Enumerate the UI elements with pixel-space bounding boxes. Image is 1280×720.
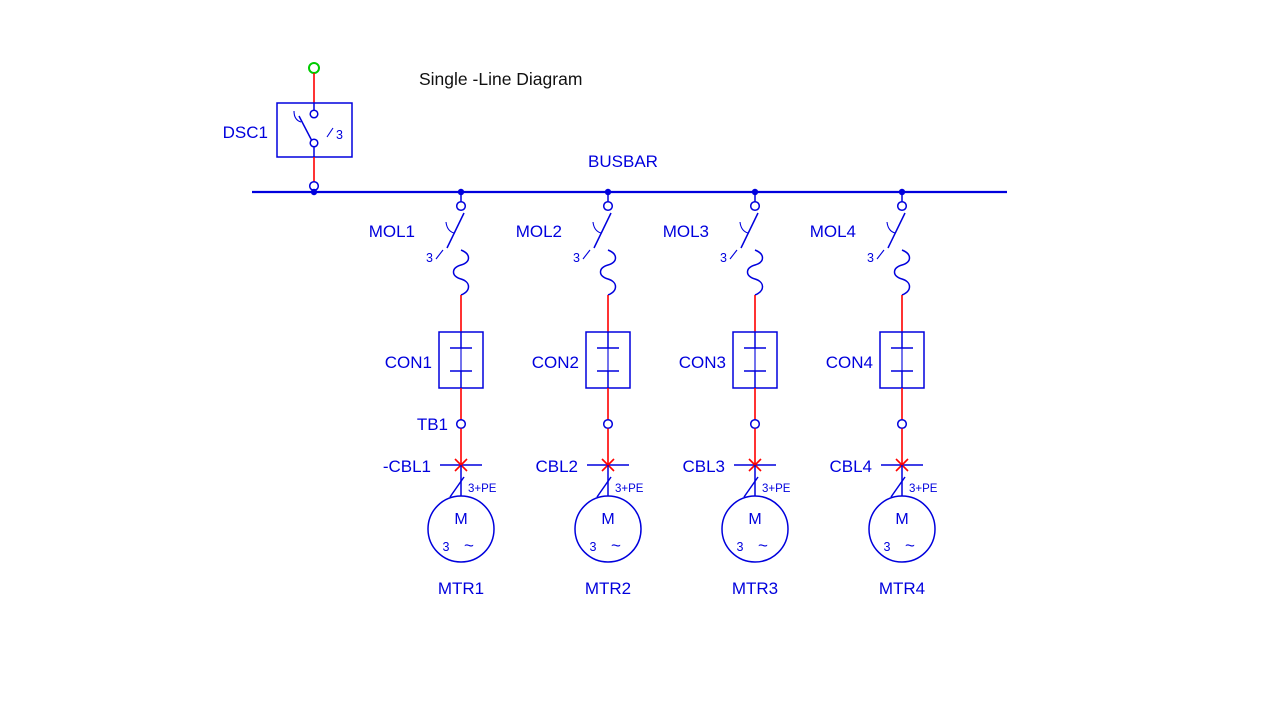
feeder-terminal-circle: [749, 200, 761, 212]
overload-element-icon: [893, 249, 911, 296]
mol-label: MOL3: [663, 222, 709, 241]
busbar-label: BUSBAR: [588, 152, 658, 171]
disconnect-busbar-dot: [310, 188, 318, 196]
feeder-terminal-circle: [455, 200, 467, 212]
feeder-group: 3 MOL3 CON3 3+PE CBL3: [663, 188, 791, 598]
motor-ac-wave-icon: ~: [758, 536, 768, 555]
disconnect-pole-count: 3: [336, 128, 343, 142]
cbl-label: CBL3: [682, 457, 725, 476]
cbl-label: -CBL1: [383, 457, 431, 476]
cable-cores-label: 3+PE: [909, 483, 938, 495]
pole-count-slash: [582, 249, 591, 260]
overload-element-icon: [746, 249, 764, 296]
busbar-junction-dot: [457, 188, 465, 196]
motor-letter: M: [895, 511, 908, 528]
cable-cores-label: 3+PE: [468, 483, 497, 495]
breaker-hook-icon: [739, 221, 749, 234]
disconnect-pole-slash: [326, 127, 334, 138]
cable-core-slash: [596, 476, 612, 498]
feeder-terminal-circle: [602, 200, 614, 212]
motor-pole-count: 3: [443, 540, 450, 554]
mtr-label: MTR2: [585, 579, 631, 598]
overload-element-icon: [599, 249, 617, 296]
breaker-blade-icon: [740, 212, 759, 249]
busbar-junction-dot: [898, 188, 906, 196]
mtr-label: MTR1: [438, 579, 484, 598]
pole-count-slash: [435, 249, 444, 260]
pole-count-slash: [729, 249, 738, 260]
disconnect-switch-group: 3 DSC1: [223, 62, 353, 196]
busbar-junction-dot: [751, 188, 759, 196]
motor-ac-wave-icon: ~: [611, 536, 621, 555]
supply-terminal-icon: [308, 62, 320, 74]
con-label: CON1: [385, 353, 432, 372]
disconnect-bottom-contact: [309, 138, 319, 148]
motor-circle: [868, 495, 936, 563]
breaker-hook-icon: [445, 221, 455, 234]
motor-letter: M: [454, 511, 467, 528]
disconnect-hook-icon: [293, 110, 302, 123]
mol-label: MOL4: [810, 222, 856, 241]
disconnect-top-contact: [309, 109, 319, 119]
motor-circle: [721, 495, 789, 563]
pole-count: 3: [426, 251, 433, 265]
cable-cores-label: 3+PE: [762, 483, 791, 495]
cbl-label: CBL4: [829, 457, 872, 476]
con-label: CON2: [532, 353, 579, 372]
motor-pole-count: 3: [590, 540, 597, 554]
mol-label: MOL2: [516, 222, 562, 241]
busbar-junction-dot: [604, 188, 612, 196]
motor-letter: M: [601, 511, 614, 528]
motor-pole-count: 3: [884, 540, 891, 554]
breaker-blade-icon: [593, 212, 612, 249]
cable-cores-label: 3+PE: [615, 483, 644, 495]
con-label: CON4: [826, 353, 873, 372]
pole-count: 3: [720, 251, 727, 265]
con-label: CON3: [679, 353, 726, 372]
motor-pole-count: 3: [737, 540, 744, 554]
pole-count: 3: [573, 251, 580, 265]
motor-ac-wave-icon: ~: [905, 536, 915, 555]
cable-core-slash: [890, 476, 906, 498]
feeder-group: 3 MOL1 CON1 TB1 3+PE -CBL1: [369, 188, 497, 598]
terminal-block-circle: [602, 418, 614, 430]
cbl-label: CBL2: [535, 457, 578, 476]
diagram-title: Single -Line Diagram: [419, 69, 582, 89]
mol-label: MOL1: [369, 222, 415, 241]
overload-element-icon: [452, 249, 470, 296]
feeder-group: 3 MOL4 CON4 3+PE CBL4: [810, 188, 938, 598]
cable-core-slash: [449, 476, 465, 498]
motor-letter: M: [748, 511, 761, 528]
mtr-label: MTR3: [732, 579, 778, 598]
tb-label: TB1: [417, 415, 448, 434]
terminal-block-circle: [896, 418, 908, 430]
breaker-hook-icon: [592, 221, 602, 234]
feeder-group: 3 MOL2 CON2 3+PE CBL2: [516, 188, 644, 598]
cable-core-slash: [743, 476, 759, 498]
terminal-block-circle: [455, 418, 467, 430]
terminal-block-circle: [749, 418, 761, 430]
disconnect-blade-icon: [298, 115, 313, 142]
mtr-label: MTR4: [879, 579, 925, 598]
pole-count-slash: [876, 249, 885, 260]
pole-count: 3: [867, 251, 874, 265]
feeder-terminal-circle: [896, 200, 908, 212]
disconnect-label: DSC1: [223, 123, 268, 142]
motor-ac-wave-icon: ~: [464, 536, 474, 555]
motor-circle: [574, 495, 642, 563]
motor-circle: [427, 495, 495, 563]
breaker-blade-icon: [446, 212, 465, 249]
breaker-hook-icon: [886, 221, 896, 234]
breaker-blade-icon: [887, 212, 906, 249]
